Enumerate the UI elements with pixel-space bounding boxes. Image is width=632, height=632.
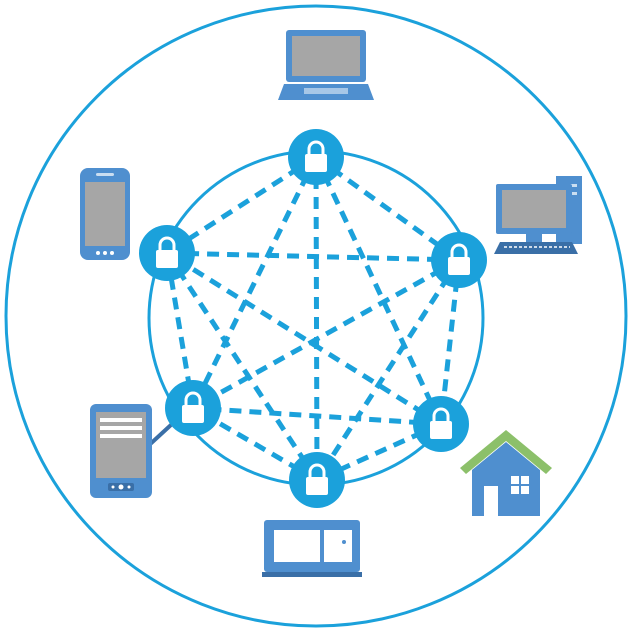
node-top (288, 129, 344, 185)
node-upper-left (139, 225, 195, 281)
mesh-link (164, 251, 320, 482)
mesh-link (314, 154, 461, 263)
appliance-icon (262, 520, 362, 577)
desktop-computer-icon (494, 176, 582, 254)
mesh-link (192, 405, 442, 427)
node-lower-left (165, 380, 221, 436)
mesh-link (314, 258, 462, 482)
mesh-link (165, 154, 318, 256)
mesh-link (191, 257, 461, 411)
node-bottom (289, 452, 345, 508)
node-upper-right (431, 232, 487, 288)
mesh-link (313, 156, 320, 481)
house-icon (460, 430, 552, 516)
laptop-icon (278, 30, 374, 100)
mesh-link (165, 250, 443, 427)
mesh-link (313, 155, 444, 426)
lock-nodes (139, 129, 487, 508)
tablet-stylus-icon (90, 404, 152, 498)
mesh-link (190, 155, 319, 410)
smartphone-icon (80, 168, 130, 260)
mesh-link (166, 250, 460, 263)
outer-boundary-circle (4, 4, 628, 628)
node-lower-right (413, 396, 469, 452)
